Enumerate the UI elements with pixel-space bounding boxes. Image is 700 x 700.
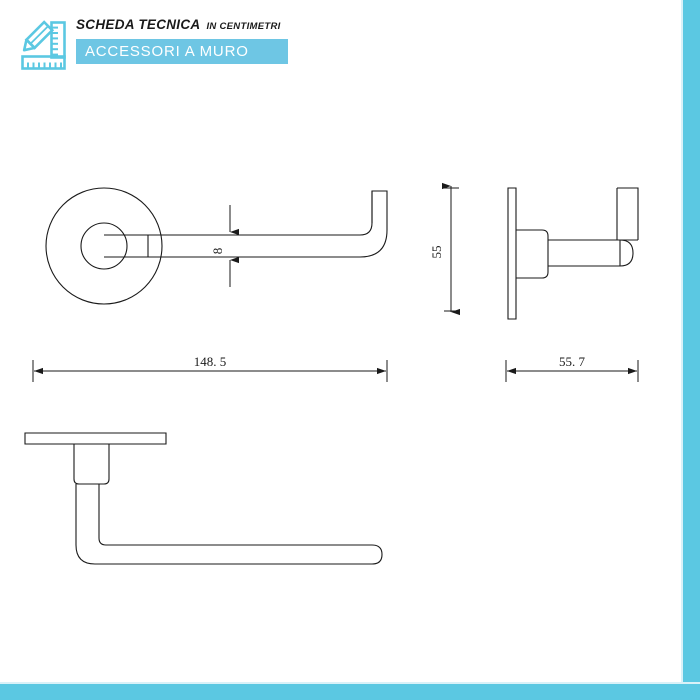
flange-inner-circle [80,222,128,270]
view-end-elevation-right [442,182,639,320]
top-wall-plate [24,432,167,445]
hook-rect-right [617,187,639,240]
frame-bottom-inner-edge [0,682,700,684]
page-subtitle: IN CENTIMETRI [206,21,281,32]
top-wall-boss [73,444,110,485]
view-side-elevation-left [45,187,388,305]
frame-bottom-border [0,684,700,700]
dimension-length-label: 148. 5 [194,354,227,369]
dimension-height-label: 55 [429,246,444,259]
datasheet-header: SCHEDA TECNICA IN CENTIMETRI ACCESSORI A … [18,14,298,76]
view-top-bottom [24,432,383,565]
header-title-row: SCHEDA TECNICA IN CENTIMETRI [76,14,298,33]
flange-outer-circle [45,187,163,305]
dimension-depth-label: 55. 7 [559,354,586,369]
frame-right-border [683,0,700,700]
category-label: ACCESSORI A MURO [85,43,249,60]
wall-plate [507,187,517,320]
tube-inner-edge [98,484,372,546]
dimension-thickness-label: 8 [210,248,225,255]
tube-rounded-end [371,544,383,565]
wall-boss [516,229,549,279]
header-text-block: SCHEDA TECNICA IN CENTIMETRI ACCESSORI A … [76,14,298,64]
bar-rounded-end [619,239,634,267]
pencil-ruler-icon [18,20,70,72]
dimension-depth [505,360,639,382]
dimension-length [32,360,388,382]
page-title: SCHEDA TECNICA [76,17,201,32]
tube-outer-edge [75,484,372,565]
dimension-height [442,182,460,316]
hook-profile [359,190,388,258]
frame-right-inner-edge [681,0,683,700]
category-band: ACCESSORI A MURO [76,39,288,64]
